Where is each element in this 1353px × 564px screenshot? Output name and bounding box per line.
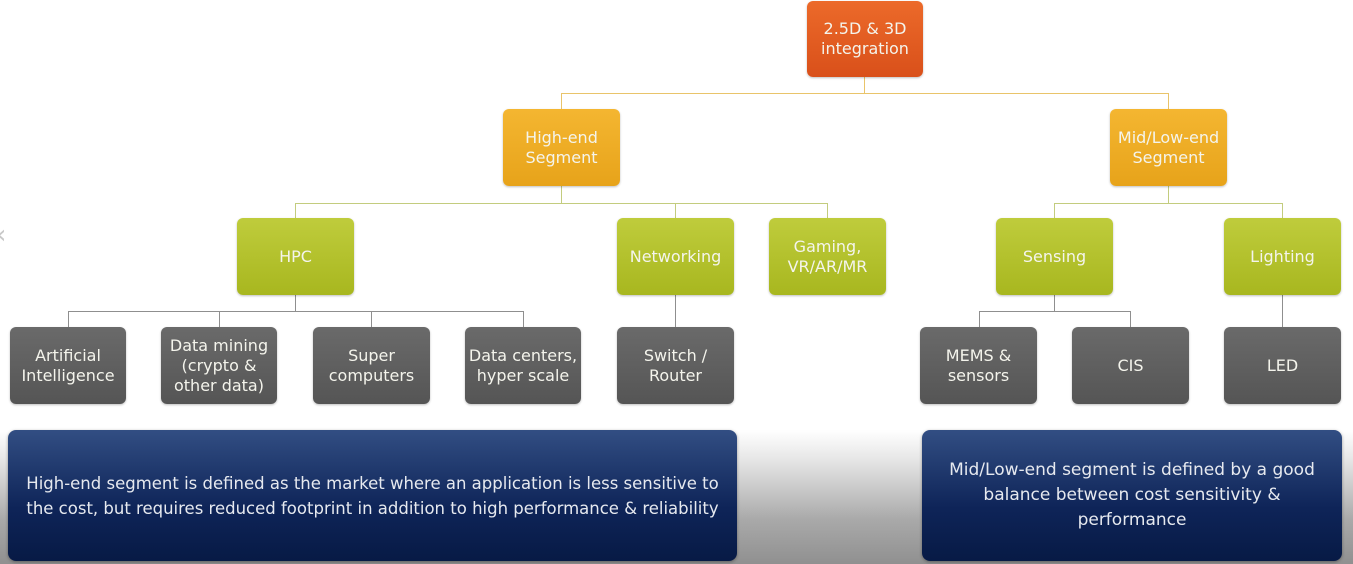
mid-low-end-definition-box: Mid/Low-end segment is defined by a good…	[922, 430, 1342, 561]
chevron-left-icon[interactable]: ‹	[0, 222, 16, 248]
connector-to-switch-router	[675, 295, 676, 327]
category-node-networking[interactable]: Networking	[617, 218, 734, 295]
connector-to-ai	[68, 311, 69, 327]
application-node-mems-sensors[interactable]: MEMS & sensors	[920, 327, 1037, 404]
high-end-definition-box: High-end segment is defined as the marke…	[8, 430, 737, 561]
application-node-artificial-intelligence[interactable]: Artificial Intelligence	[10, 327, 126, 404]
connector-to-data-centers	[523, 311, 524, 327]
connector-sensing-horizontal	[979, 311, 1131, 312]
connector-to-sensing	[1054, 203, 1055, 218]
application-node-data-mining[interactable]: Data mining (crypto & other data)	[161, 327, 277, 404]
connector-to-hpc	[295, 203, 296, 218]
connector-high-end-down	[561, 186, 562, 203]
segment-node-high-end[interactable]: High-end Segment	[503, 109, 620, 186]
connector-to-high-end	[561, 93, 562, 109]
connector-sensing-down	[1054, 295, 1055, 311]
application-node-switch-router[interactable]: Switch / Router	[617, 327, 734, 404]
application-node-led[interactable]: LED	[1224, 327, 1341, 404]
connector-to-cis	[1130, 311, 1131, 327]
connector-to-led	[1282, 295, 1283, 327]
category-node-gaming[interactable]: Gaming, VR/AR/MR	[769, 218, 886, 295]
root-node-integration[interactable]: 2.5D & 3D integration	[807, 1, 923, 77]
connector-to-networking	[675, 203, 676, 218]
connector-root-down	[864, 77, 865, 93]
connector-hpc-down	[295, 295, 296, 311]
category-node-hpc[interactable]: HPC	[237, 218, 354, 295]
connector-to-super-computers	[371, 311, 372, 327]
application-node-cis[interactable]: CIS	[1072, 327, 1189, 404]
category-node-sensing[interactable]: Sensing	[996, 218, 1113, 295]
connector-to-data-mining	[219, 311, 220, 327]
connector-to-gaming	[827, 203, 828, 218]
connector-to-mems	[979, 311, 980, 327]
connector-mid-low-horizontal	[1054, 203, 1283, 204]
application-node-data-centers[interactable]: Data centers, hyper scale	[465, 327, 581, 404]
connector-high-end-horizontal	[295, 203, 827, 204]
connector-to-mid-low	[1168, 93, 1169, 109]
application-node-super-computers[interactable]: Super computers	[313, 327, 430, 404]
connector-mid-low-down	[1168, 186, 1169, 203]
category-node-lighting[interactable]: Lighting	[1224, 218, 1341, 295]
segment-node-mid-low-end[interactable]: Mid/Low-end Segment	[1110, 109, 1227, 186]
connector-hpc-horizontal	[68, 311, 524, 312]
connector-to-lighting	[1282, 203, 1283, 218]
connector-root-horizontal	[561, 93, 1169, 94]
